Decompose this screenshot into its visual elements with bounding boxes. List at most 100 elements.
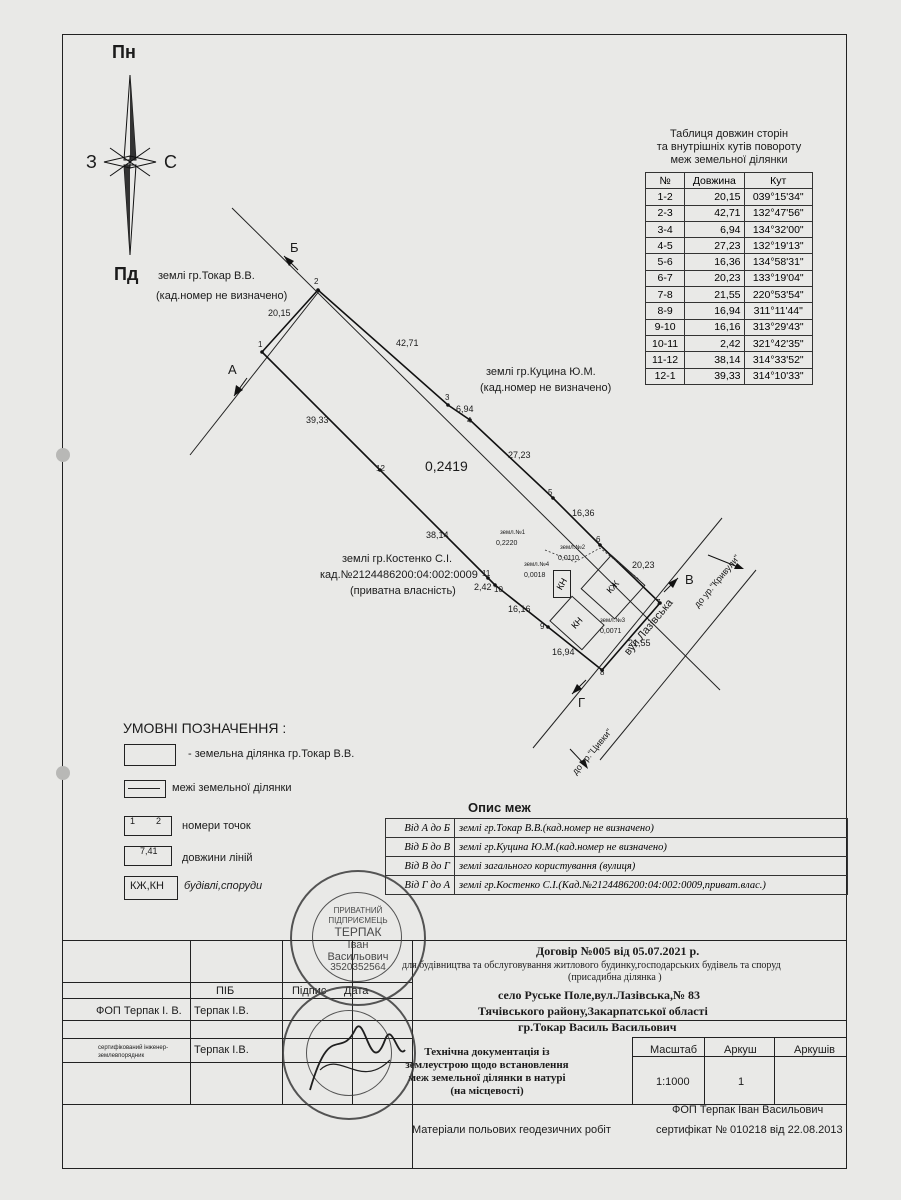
segment-id: 8-9 <box>644 302 686 320</box>
signature <box>309 1025 406 1091</box>
segment-angle: 220°53'54" <box>743 286 813 304</box>
boundary-neighbor: землі гр.Токар В.В.(кад.номер не визначе… <box>454 818 848 838</box>
boundary-neighbor: землі загального користування (вулиця) <box>454 856 848 876</box>
subplot-1-label: земл.№1 <box>500 530 526 536</box>
legend-title: УМОВНІ ПОЗНАЧЕННЯ : <box>123 720 287 736</box>
company-name: ФОП Терпак Іван Васильович <box>672 1104 824 1116</box>
table-title-line: та внутрішніх кутів повороту <box>656 141 802 153</box>
legend-sample-building: КЖ,КН <box>130 880 164 892</box>
length-label: 2,42 <box>474 582 492 592</box>
boundary-neighbor: землі гр.Костенко С.І.(Кад.№2124486200:0… <box>454 875 848 895</box>
segment-length: 20,15 <box>684 188 745 206</box>
legend-item: - земельна ділянка гр.Токар В.В. <box>188 748 355 760</box>
length-label: 27,23 <box>508 450 531 460</box>
length-label: 20,15 <box>268 308 291 318</box>
legend-points-swatch <box>124 816 172 836</box>
stamp-text: ПІДПРИЄМЕЦЬ <box>328 916 388 925</box>
point-number: 4 <box>467 416 472 425</box>
point-number: 3 <box>445 393 450 402</box>
segment-angle: 134°58'31" <box>743 253 813 271</box>
drawing-frame <box>62 34 847 1169</box>
segment-length: 39,33 <box>684 367 745 385</box>
certificate-number: сертифікат № 010218 від 22.08.2013 <box>656 1124 843 1136</box>
segment-table-title: Таблиця довжин сторін та внутрішніх куті… <box>640 128 818 167</box>
segment-id: 9-10 <box>644 318 686 336</box>
stamp-text: ПРИВАТНИЙ <box>333 906 383 915</box>
point-number: 10 <box>494 585 503 594</box>
compass-south: Пд <box>114 264 139 284</box>
sheet-label: Аркуш <box>724 1044 757 1056</box>
segment-angle: 132°19'13" <box>743 237 813 255</box>
point-number: 5 <box>548 488 553 497</box>
legend-boundary-swatch <box>124 780 166 798</box>
segment-angle: 311°11'44" <box>743 302 813 320</box>
binding-hole <box>56 448 70 462</box>
sheets-label: Аркушів <box>794 1044 836 1056</box>
stamp-text: Іван <box>347 939 369 951</box>
plot-boundary <box>261 288 662 672</box>
document-title: Технічна документація із землеустрою щод… <box>405 1046 569 1097</box>
length-label: 21,55 <box>628 638 651 648</box>
segment-angle: 314°10'33" <box>743 367 813 385</box>
role-engineer: сертифікований інженер-землевпорядник <box>98 1045 169 1059</box>
segment-id: 2-3 <box>644 204 686 222</box>
neighbor-right-cadastre: (кад.номер не визначено) <box>480 382 612 394</box>
scale-label: Масштаб <box>650 1044 698 1056</box>
point-number: 1 <box>258 340 263 349</box>
address-line: село Руське Поле,вул.Лазівська,№ 83 <box>498 988 701 1002</box>
role-fop: ФОП Терпак І. В. <box>96 1005 182 1017</box>
boundary-from-to: Від В до Г <box>385 856 455 876</box>
length-label: 38,14 <box>426 530 449 540</box>
contract-number: Договір №005 від 05.07.2021 р. <box>536 944 700 958</box>
subplot-2-area: 0,0110 <box>558 555 579 562</box>
neighbor-right-name: землі гр.Куцина Ю.М. <box>486 366 596 378</box>
building-label: КН <box>554 576 570 592</box>
length-label: 16,94 <box>552 647 575 657</box>
materials-label: Матеріали польових геодезичних робіт <box>412 1124 611 1136</box>
legend-sample-point: 1 <box>130 816 136 826</box>
point-number: 2 <box>314 277 319 286</box>
neighbor-left-ownership: (приватна власність) <box>350 585 456 597</box>
legend-item: межі земельної ділянки <box>172 782 292 794</box>
subplot-3-label: земл.№3 <box>600 618 626 624</box>
length-label: 16,16 <box>508 604 531 614</box>
building-kn-small: КН <box>553 570 571 598</box>
subplot-4-label: земл.№4 <box>524 562 550 568</box>
company-stamp: ПРИВАТНИЙ ПІДПРИЄМЕЦЬ ТЕРПАК Іван Василь… <box>290 870 426 1006</box>
length-label: 39,33 <box>306 415 329 425</box>
neighbor-top-name: землі гр.Токар В.В. <box>158 270 255 282</box>
legend-sample-length: 7,41 <box>140 846 158 856</box>
legend-lengths-swatch <box>124 846 172 866</box>
segment-id: 11-12 <box>644 351 686 369</box>
subplot-1-area: 0,2220 <box>496 540 518 547</box>
direction-letter-g: Г <box>578 695 586 710</box>
compass-rose-icon <box>103 74 157 256</box>
name-fop: Терпак І.В. <box>194 1005 249 1017</box>
legend-buildings-swatch <box>124 876 178 900</box>
length-label: 42,71 <box>396 338 419 348</box>
segment-id: 5-6 <box>644 253 686 271</box>
neighbor-left-name: землі гр.Костенко С.І. <box>342 553 453 565</box>
purpose-text-2: (присадибна ділянка ) <box>568 972 662 983</box>
scale-value: 1:1000 <box>656 1076 690 1088</box>
title-block <box>62 940 847 1169</box>
neighbor-top-cadastre: (кад.номер не визначено) <box>156 290 288 302</box>
direction-letter-v: В <box>685 572 694 587</box>
point-number: 7 <box>656 598 661 607</box>
sheet-value: 1 <box>738 1076 745 1088</box>
legend-boundary-line <box>128 788 160 789</box>
subplot-2-label: земл.№2 <box>560 545 586 551</box>
legend-item: номери точок <box>182 820 251 832</box>
building-label: КН <box>569 615 585 631</box>
purpose-text: для будівництва та обслуговування житлов… <box>402 960 781 971</box>
